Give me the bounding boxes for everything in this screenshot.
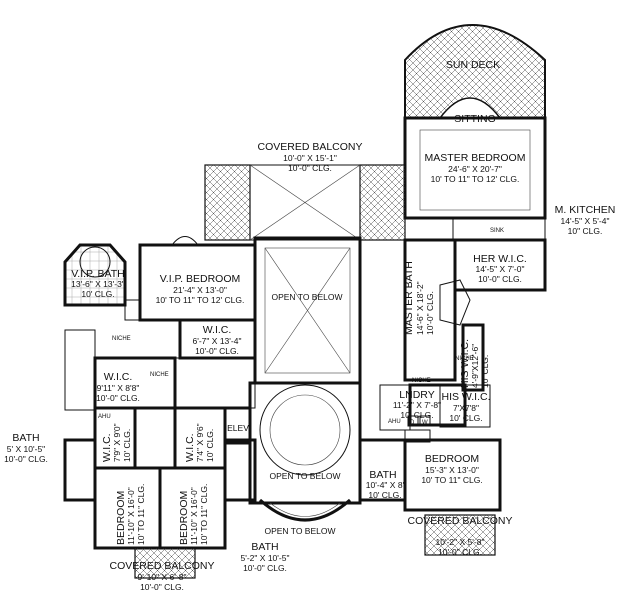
bath-right-dims: 10'-4" X 8': [366, 480, 405, 490]
wic-a-dims: 7'9" X 9'0": [112, 423, 122, 462]
wic-center-label: W.I.C.: [203, 324, 232, 336]
open-to-below-1-area: [253, 236, 362, 385]
lndry-label: LNDRY: [399, 389, 434, 401]
bath-bottom-label: BATH: [251, 541, 278, 553]
sun-deck-area: [404, 24, 546, 119]
master-bath-label: MASTER BATH: [403, 261, 415, 335]
lndry-dims: 11'-2" X 7'-8": [393, 400, 441, 410]
bedroom-a-dims: 11'-10" X 16'-0": [126, 487, 136, 545]
vip-bath-label: V.I.P. BATH: [71, 268, 125, 280]
sitting-label: SITTING: [454, 113, 495, 125]
bath-left-ceiling: 10'-0" CLG.: [4, 454, 48, 464]
bedroom-b-dims: 11'-10" X 16'-0": [189, 487, 199, 545]
bath-left-dims: 5' X 10'-5": [7, 444, 45, 454]
bedroom-right-ceiling: 10' TO 11" CLG.: [421, 475, 482, 485]
washer-label: W: [422, 420, 428, 426]
covered-balcony-top-label: COVERED BALCONY: [257, 141, 362, 153]
wic-a-ceiling: 10' CLG.: [122, 429, 132, 462]
master-bedroom-dims: 24'-6" X 20'-7": [448, 164, 502, 174]
bath-right-ceiling: 10' CLG.: [368, 490, 401, 500]
wic-center-dims: 6'-7" X 13'-4": [193, 336, 242, 346]
wic-b-label: W.I.C.: [184, 433, 196, 462]
wic-left-dims: 9'11" X 8'8": [97, 383, 140, 393]
right-wing-walls: [358, 384, 502, 556]
covered-balcony-top-ceiling: 10'-0" CLG.: [288, 163, 332, 173]
master-bath-ceiling: 10'-0" CLG.: [425, 291, 435, 335]
bath-left-label: BATH: [12, 432, 39, 444]
wic-left-ceiling: 10'-0" CLG.: [96, 393, 140, 403]
niche-label-4: NICHE: [150, 372, 169, 378]
covered-balcony-right-dims: 10'-2" X 5'-8": [436, 537, 485, 547]
bath-right-label: BATH: [369, 469, 396, 481]
his-wic-vertical-label: HIS W.I.C.: [459, 339, 471, 388]
bedroom-a-ceiling: 10' TO 11" CLG.: [136, 484, 146, 545]
vip-bath-ceiling: 10' CLG.: [81, 289, 114, 299]
wic-center-ceiling: 10'-0" CLG.: [195, 346, 239, 356]
bedroom-a-label: BEDROOM: [115, 491, 127, 545]
master-bedroom-ceiling: 10' TO 11" TO 12' CLG.: [431, 174, 520, 184]
ahu-label-right: AHU: [388, 419, 401, 425]
bedroom-right-label: BEDROOM: [425, 453, 479, 465]
bath-bottom-ceiling: 10'-0" CLG.: [243, 563, 287, 573]
her-wic-ceiling: 10'-0" CLG.: [478, 274, 522, 284]
niche-label-1: NICHE: [455, 356, 474, 362]
covered-balcony-top-area: [204, 164, 406, 241]
bedroom-b-label: BEDROOM: [178, 491, 190, 545]
vip-suite-walls: [63, 236, 257, 360]
open-to-below-1-label: OPEN TO BELOW: [271, 292, 342, 302]
wic-a-label: W.I.C.: [101, 433, 113, 462]
bath-bottom-dims: 5'-2" X 10'-5": [241, 553, 290, 563]
bedroom-b-ceiling: 10' TO 11" CLG.: [199, 484, 209, 545]
his-wic-ceiling: 10' CLG.: [449, 413, 482, 423]
left-wing-walls: [63, 329, 257, 579]
his-wic-label: HIS W.I.C.: [441, 391, 490, 403]
sun-deck-label: SUN DECK: [446, 59, 500, 71]
vip-bedroom-dims: 21'-4" X 13'-0": [173, 285, 227, 295]
covered-balcony-bottom-ceiling: 10'-0" CLG.: [140, 582, 184, 592]
vip-bath-dims: 13'-6" X 13'-3": [71, 279, 125, 289]
elev-label: ELEV: [227, 423, 249, 433]
his-wic-vertical-ceiling: 10' CLG.: [480, 355, 490, 388]
m-kitchen-label: M. KITCHEN: [555, 204, 616, 216]
lndry-ceiling: 10' CLG.: [400, 410, 433, 420]
wic-left-label: W.I.C.: [104, 371, 133, 383]
niche-label-3: NICHE: [112, 336, 131, 342]
his-wic-vertical-dims: 4'-9"X12'-6": [470, 344, 480, 388]
m-kitchen-dims: 14'-5" X 5'-4": [561, 216, 610, 226]
her-wic-dims: 14'-5" X 7'-0": [476, 264, 525, 274]
master-bath-dims: 14'-6" X 18'-2": [415, 281, 425, 335]
open-to-below-2-label: OPEN TO BELOW: [269, 471, 340, 481]
covered-balcony-right-label: COVERED BALCONY: [407, 515, 512, 527]
his-wic-dims: 7'X7'8": [453, 403, 479, 413]
master-bedroom-label: MASTER BEDROOM: [425, 152, 526, 164]
fixture-labels: NICHE NICHE AHU NICHE AHU NICHE D W: [98, 336, 474, 427]
vip-bedroom-label: V.I.P. BEDROOM: [160, 273, 241, 285]
covered-balcony-right-ceiling: 10'-0" CLG.: [438, 547, 482, 557]
wic-b-ceiling: 10' CLG.: [205, 429, 215, 462]
covered-balcony-top-dims: 10'-0" X 15'-1": [283, 153, 337, 163]
open-to-below-3-label: OPEN TO BELOW: [264, 526, 335, 536]
sink-label: SINK: [490, 228, 504, 234]
dryer-label: D: [410, 420, 415, 426]
niche-label-2: NICHE: [412, 378, 431, 384]
bedroom-right-dims: 15'-3" X 13'-0": [425, 465, 479, 475]
central-stair-walls: [248, 381, 362, 522]
ahu-label-left: AHU: [98, 414, 111, 420]
covered-balcony-bottom-label: COVERED BALCONY: [109, 560, 214, 572]
room-labels: SUN DECK SITTING MASTER BEDROOM 24'-6" X…: [4, 59, 615, 592]
m-kitchen-ceiling: 10" CLG.: [568, 226, 603, 236]
vip-bedroom-ceiling: 10' TO 11" TO 12' CLG.: [156, 295, 245, 305]
her-wic-label: HER W.I.C.: [473, 253, 527, 265]
covered-balcony-bottom-dims: 9'-10" X 6'-8": [138, 572, 187, 582]
wic-b-dims: 7'4" X 9'6": [195, 423, 205, 462]
